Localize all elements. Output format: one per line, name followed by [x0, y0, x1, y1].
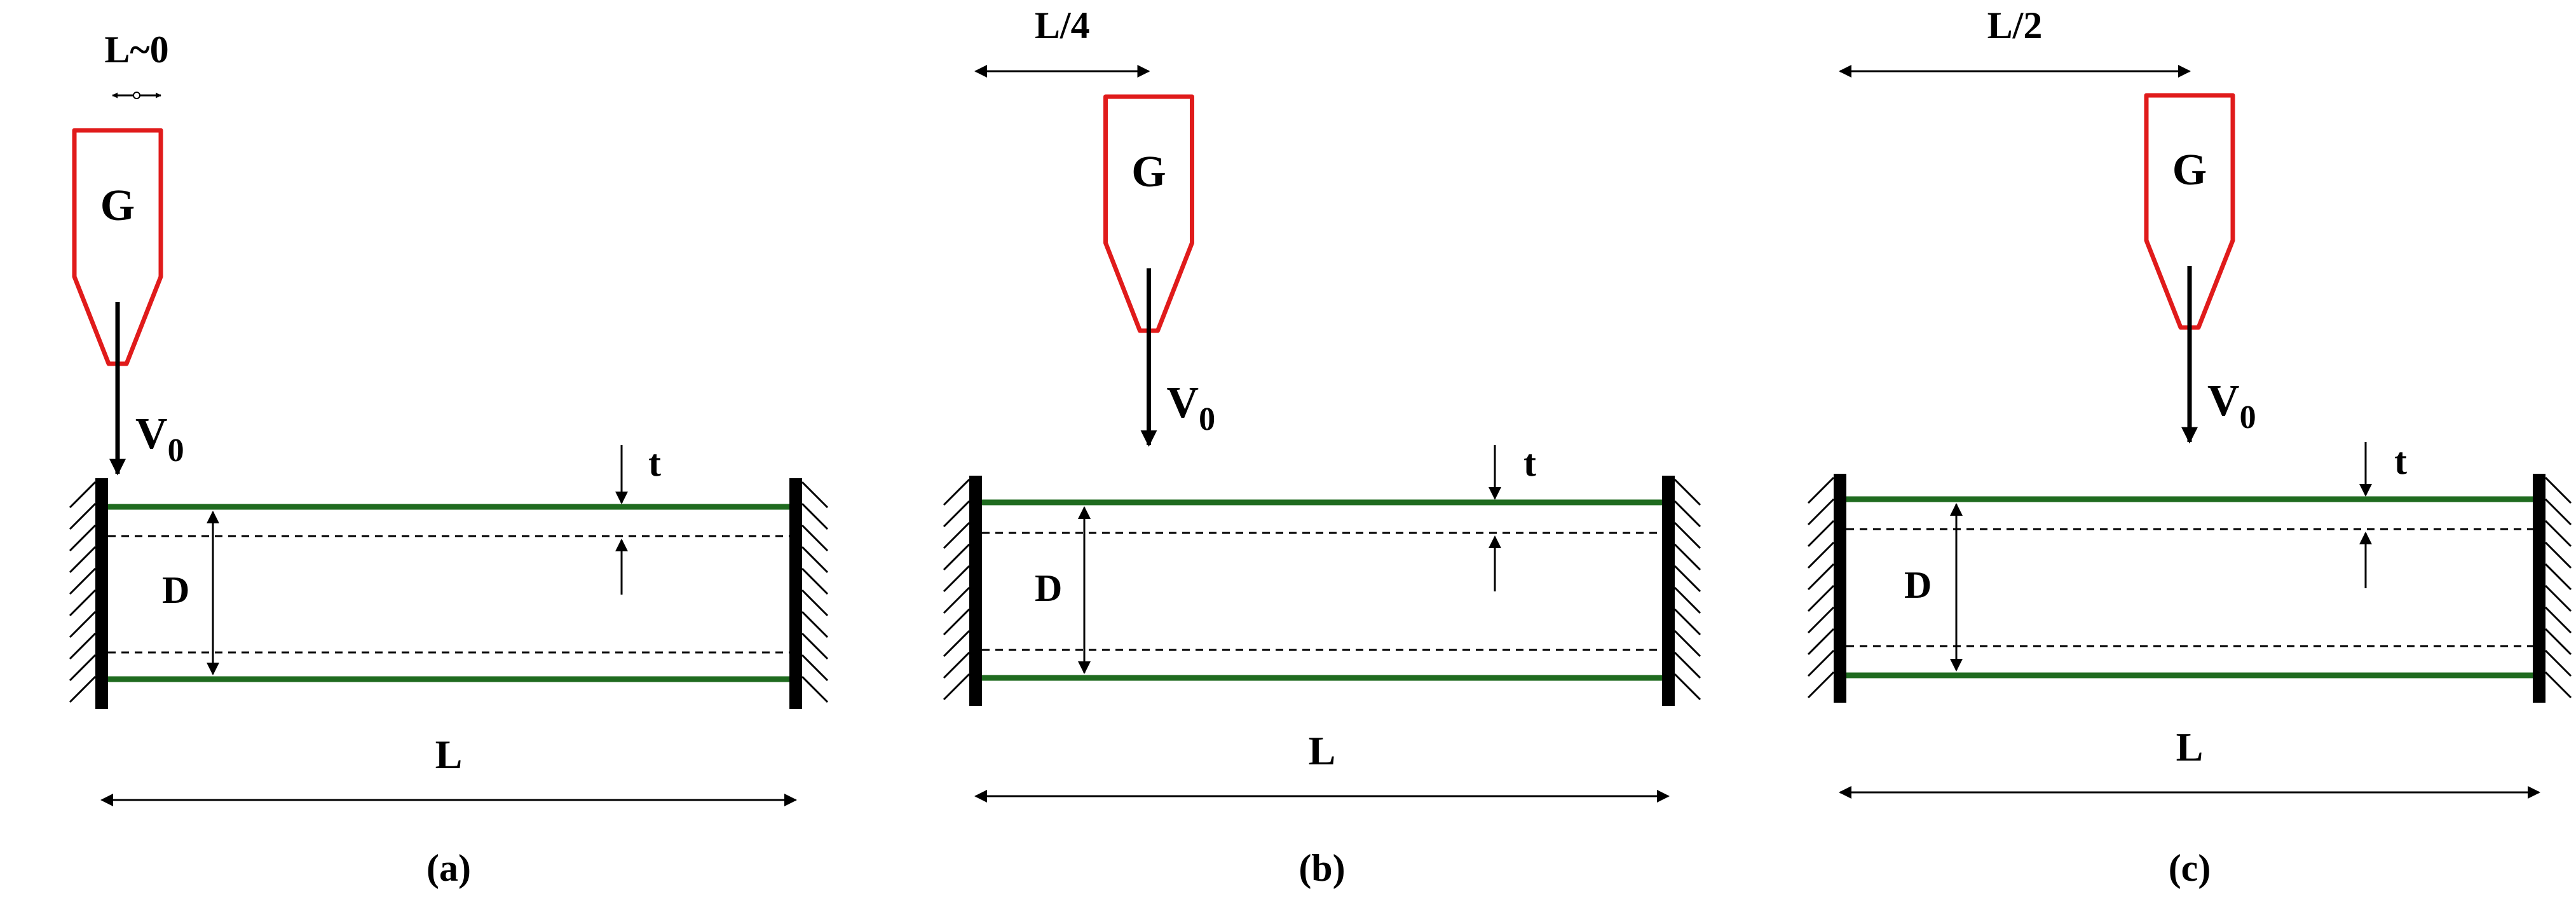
panel-caption: (c)	[2169, 847, 2211, 889]
impact-position-label: L~0	[104, 29, 168, 71]
panel-caption: (a)	[426, 847, 471, 889]
right-support-hatching	[2544, 476, 2572, 699]
right-support	[789, 478, 802, 709]
right-support-hatching	[801, 481, 829, 703]
length-label: L	[1309, 728, 1336, 773]
gun-label: G	[100, 181, 135, 230]
right-support	[2533, 474, 2545, 703]
left-support-hatching	[69, 481, 97, 703]
length-label: L	[2176, 724, 2204, 769]
diameter-label: D	[1035, 567, 1062, 609]
length-label: L	[435, 732, 463, 777]
diameter-label: D	[162, 569, 189, 611]
left-support	[969, 476, 982, 706]
panel-caption: (b)	[1298, 847, 1345, 889]
panel-a: L~0G V0 tD L (a)	[69, 29, 829, 889]
right-support	[1662, 476, 1675, 706]
panel-c: L/2G V0 tD L (c)	[1807, 4, 2572, 889]
gun-label: G	[2172, 146, 2207, 195]
gun-outline	[1103, 94, 1194, 333]
thickness-label: t	[648, 442, 661, 484]
gun-outline	[2144, 93, 2235, 330]
impact-position-label: L/2	[1987, 4, 2043, 46]
impact-position-label: L/4	[1035, 4, 1090, 46]
left-support	[1834, 474, 1846, 703]
panel-b: L/4G V0 tD L (b)	[943, 4, 1701, 889]
gun-outline	[72, 128, 163, 366]
thickness-label: t	[2394, 440, 2407, 482]
impact-position-dot	[133, 92, 140, 99]
left-support-hatching	[943, 478, 971, 701]
diameter-label: D	[1904, 564, 1932, 606]
left-support	[95, 478, 108, 709]
velocity-label: V0	[2207, 376, 2256, 436]
velocity-label: V0	[1167, 378, 1216, 438]
right-support-hatching	[1673, 478, 1701, 701]
thickness-label: t	[1523, 442, 1536, 484]
gun-label: G	[1131, 148, 1166, 197]
left-support-hatching	[1807, 476, 1835, 699]
velocity-label: V0	[135, 410, 184, 469]
